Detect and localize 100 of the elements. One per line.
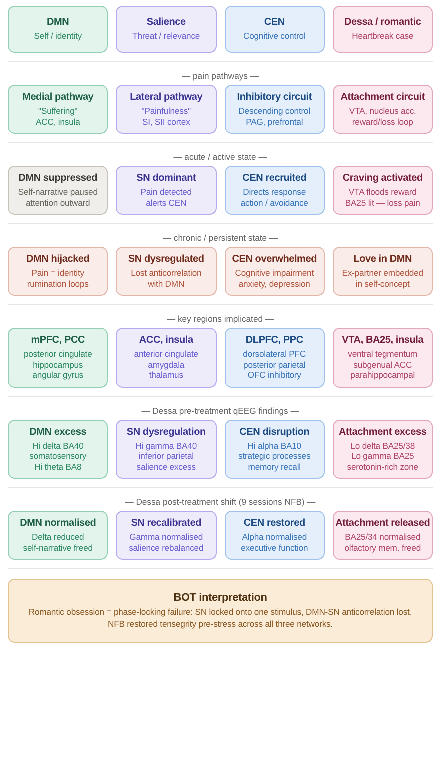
section-heading: — pain pathways — — [181, 71, 260, 81]
card-text: hippocampus — [33, 360, 84, 370]
card-text: Threat / relevance — [132, 31, 200, 42]
network-card — [224, 85, 325, 134]
card-title: SN dysregulation — [126, 426, 206, 438]
card-text: Cognitive impairment — [235, 268, 314, 278]
card-text: rumination loops — [27, 278, 89, 289]
card-text: memory recall — [248, 462, 301, 472]
section-heading: — chronic / persistent state — — [162, 233, 280, 243]
network-card — [116, 420, 216, 479]
interpretation-panel — [8, 579, 433, 643]
card-text: thalamus — [149, 370, 184, 380]
card-text: BA25 lit — loss pain — [345, 198, 420, 208]
card-title: Salience — [146, 17, 186, 30]
section-heading: — Dessa post-treatment shift (9 sessions NFB) — — [124, 497, 317, 507]
network-card — [332, 420, 433, 479]
card-title: Dessa / romantic — [344, 17, 422, 30]
card-title: SN dysregulated — [128, 254, 204, 266]
card-text: Lo gamma BA25 — [352, 451, 414, 462]
card-title: Craving activated — [342, 173, 423, 185]
card-text: anxiety, depression — [238, 278, 310, 289]
network-card — [224, 420, 325, 479]
card-text: VTA floods reward — [348, 187, 417, 198]
card-title: Inhibitory circuit — [237, 92, 312, 104]
network-card — [332, 511, 433, 560]
network-card — [224, 6, 325, 53]
section-heading: — Dessa pre-treatment qEEG findings — — [140, 406, 300, 416]
card-text: somatosensory — [30, 451, 87, 462]
card-text: subgenual ACC — [354, 360, 412, 370]
card-text: reward/loss loop — [352, 116, 414, 127]
card-text: Lost anticorrelation — [131, 268, 202, 278]
network-card — [332, 6, 433, 53]
card-title: Medial pathway — [22, 92, 94, 104]
network-card — [116, 166, 216, 215]
network-card — [332, 328, 433, 388]
card-text: anterior cingulate — [134, 349, 198, 360]
network-card — [224, 247, 325, 296]
card-text: Descending control — [238, 106, 311, 116]
card-text: "Painfulness" — [142, 106, 191, 116]
card-title: CEN disruption — [240, 426, 310, 438]
section-heading: — acute / active state — — [172, 152, 268, 162]
network-card — [116, 328, 216, 388]
card-text: salience excess — [136, 462, 196, 472]
card-title: Love in DMN — [354, 254, 412, 266]
network-card — [332, 85, 433, 134]
network-card — [224, 328, 325, 388]
card-text: self-narrative freed — [23, 542, 93, 553]
card-title: DLPFC, PPC — [246, 335, 304, 347]
card-title: Attachment excess — [338, 426, 427, 438]
card-text: Gamma normalised — [130, 532, 204, 542]
card-text: in self-concept — [356, 278, 410, 289]
network-card — [8, 511, 108, 560]
card-text: ACC, insula — [36, 116, 80, 127]
card-text: Hi gamma BA40 — [136, 440, 198, 451]
card-title: CEN restored — [244, 518, 306, 530]
card-text: dorsolateral PFC — [243, 349, 306, 360]
card-text: Self-narrative paused — [18, 187, 98, 198]
card-text: Ex-partner embedded — [342, 268, 424, 278]
card-text: BA25/34 normalised — [345, 532, 421, 542]
card-text: Hi theta BA8 — [34, 462, 82, 472]
card-title: DMN — [47, 17, 70, 30]
card-text: Romantic obsession = phase-locking failure: SN locked onto one stimulus, DMN-SN anticorrelation lost. NFB restored tensegrity pre-stress across all three networks. — [28, 606, 414, 630]
card-title: mPFC, PCC — [31, 335, 85, 347]
card-title: SN recalibrated — [131, 518, 202, 530]
network-card — [8, 420, 108, 479]
card-title: SN dominant — [136, 173, 196, 185]
network-card — [224, 166, 325, 215]
card-text: Hi delta BA40 — [32, 440, 84, 451]
card-text: Lo delta BA25/38 — [350, 440, 416, 451]
card-title: BOT interpretation — [174, 592, 268, 604]
card-title: CEN recruited — [242, 173, 307, 185]
card-text: VTA, nucleus acc. — [349, 106, 416, 116]
network-card — [116, 511, 216, 560]
card-title: CEN overwhelmed — [232, 254, 318, 266]
card-title: DMN suppressed — [18, 173, 98, 185]
card-text: Hi alpha BA10 — [248, 440, 302, 451]
card-text: Pain = identity — [32, 268, 84, 278]
card-text: serotonin-rich zone — [347, 462, 418, 472]
card-title: ACC, insula — [139, 335, 194, 347]
card-text: amygdala — [148, 360, 185, 370]
card-text: OFC inhibitory — [248, 370, 302, 380]
card-text: angular gyrus — [32, 370, 84, 380]
card-text: action / avoidance — [240, 198, 308, 208]
network-card — [8, 6, 108, 53]
card-text: Self / identity — [34, 31, 82, 42]
network-card — [116, 247, 216, 296]
card-title: DMN excess — [30, 426, 87, 438]
card-text: ventral tegmentum — [348, 349, 418, 360]
card-text: parahippocampal — [350, 370, 416, 380]
card-text: alerts CEN — [146, 198, 187, 208]
card-text: posterior parietal — [244, 360, 306, 370]
network-card — [8, 166, 108, 215]
card-title: Lateral pathway — [130, 92, 203, 104]
network-card — [332, 247, 433, 296]
card-title: Attachment released — [336, 518, 430, 530]
card-text: executive function — [241, 542, 308, 553]
card-title: DMN normalised — [20, 518, 96, 530]
card-title: VTA, BA25, insula — [342, 335, 424, 347]
card-title: CEN — [264, 17, 285, 30]
network-card — [116, 6, 216, 53]
